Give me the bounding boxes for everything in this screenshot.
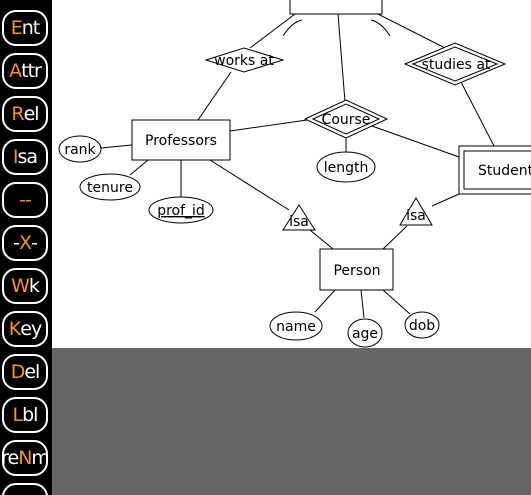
- delete-line-tool-pre: -: [13, 232, 20, 254]
- isa-tool-key: I: [12, 146, 19, 168]
- attribute-tool-key: A: [9, 60, 22, 82]
- delete-line-tool-post: -: [31, 232, 38, 254]
- isa-right-label: isa: [406, 208, 426, 224]
- constraint-arc-left: [282, 19, 303, 37]
- label-tool-post: bl: [22, 404, 38, 426]
- connector-person-dob: [382, 289, 411, 315]
- connector-professors-course: [229, 119, 308, 132]
- connector-person-age: [360, 289, 365, 319]
- tenure-label: tenure: [87, 180, 133, 196]
- rank-label: rank: [64, 142, 96, 158]
- connector-studies-at-students: [459, 79, 495, 147]
- connector-professors-rank: [100, 144, 133, 149]
- relationship-tool-key: R: [11, 103, 24, 125]
- connector-works-at-top: [249, 13, 296, 49]
- weak-tool-post: k: [28, 275, 40, 297]
- attribute-tenure-ellipse[interactable]: [79, 173, 141, 201]
- relationship-course-diamond-inner: [311, 103, 381, 135]
- entity-students-outer-box[interactable]: [458, 145, 531, 195]
- lower-panel: [52, 348, 531, 495]
- attribute-name-ellipse[interactable]: [269, 311, 323, 341]
- age-label: age: [352, 326, 378, 342]
- relationship-tool-post: el: [23, 103, 40, 125]
- prof-id-label: prof_id: [157, 203, 205, 219]
- person-label: Person: [333, 263, 380, 279]
- delete-line-tool-key: X: [18, 232, 32, 254]
- constraint-arc-right: [370, 19, 391, 37]
- isa-right-triangle[interactable]: [399, 197, 433, 226]
- students-label: Students: [478, 163, 531, 179]
- relationship-studies-at-diamond-outer[interactable]: [403, 42, 507, 86]
- delete-tool-key: D: [10, 361, 26, 383]
- relationship-works-at-diamond[interactable]: [204, 47, 285, 73]
- attribute-dob-ellipse[interactable]: [404, 311, 440, 339]
- er-diagram-canvas[interactable]: works at studies at Course Professors St…: [52, 0, 531, 348]
- delete-tool-post: el: [24, 361, 40, 383]
- dob-label: dob: [409, 318, 435, 334]
- entity-tool-post: nt: [21, 17, 40, 39]
- isa-tool-post: sa: [17, 146, 39, 168]
- connector-professors-isa-left: [209, 159, 290, 211]
- entity-professors-box[interactable]: [131, 119, 231, 161]
- rename-tool-key: N: [18, 447, 32, 469]
- key-tool-post: ey: [20, 318, 42, 340]
- connector-isa-left-person: [309, 229, 334, 250]
- entity-top-box[interactable]: [289, 0, 383, 15]
- connector-course-students: [371, 125, 460, 158]
- entity-students-inner-box: [463, 150, 531, 190]
- connector-person-name: [314, 289, 336, 313]
- professors-label: Professors: [145, 133, 217, 149]
- studies-at-label: studies at: [422, 57, 491, 73]
- works-at-label: works at: [214, 53, 274, 69]
- course-label: Course: [322, 112, 371, 128]
- delete-line-tool[interactable]: -X-: [2, 225, 48, 261]
- attribute-tool-post: ttr: [21, 60, 42, 82]
- connector-students-isa-right: [431, 193, 460, 207]
- isa-left-label: isa: [289, 214, 309, 230]
- attribute-length-ellipse[interactable]: [316, 151, 376, 183]
- name-label: name: [276, 319, 316, 335]
- length-label: length: [324, 160, 369, 176]
- connector-professors-tenure: [129, 159, 149, 176]
- key-tool-key: K: [8, 318, 22, 340]
- attribute-rank-ellipse[interactable]: [58, 135, 102, 163]
- er-diagram: works at studies at Course Professors St…: [58, 0, 531, 348]
- connector-top-course: [337, 13, 346, 103]
- entity-tool-key: E: [10, 17, 23, 39]
- rename-tool-post: m: [31, 447, 48, 469]
- connector-works-at-professors: [197, 71, 232, 121]
- extra-tool[interactable]: [2, 483, 48, 495]
- attribute-prof-id-ellipse[interactable]: [148, 196, 214, 224]
- line-tool[interactable]: --: [2, 182, 48, 218]
- line-tool-key: --: [19, 189, 32, 211]
- relationship-studies-at-diamond-inner: [411, 46, 499, 82]
- relationship-course-diamond-outer[interactable]: [303, 99, 389, 139]
- connector-isa-right-person: [382, 225, 408, 250]
- entity-person-box[interactable]: [319, 248, 394, 291]
- weak-tool-key: W: [11, 275, 30, 297]
- attribute-age-ellipse[interactable]: [347, 318, 383, 348]
- label-tool-key: L: [12, 404, 24, 426]
- isa-left-triangle[interactable]: [282, 204, 316, 231]
- rename-tool-pre: re: [2, 447, 19, 469]
- connector-studies-at-top: [377, 13, 456, 54]
